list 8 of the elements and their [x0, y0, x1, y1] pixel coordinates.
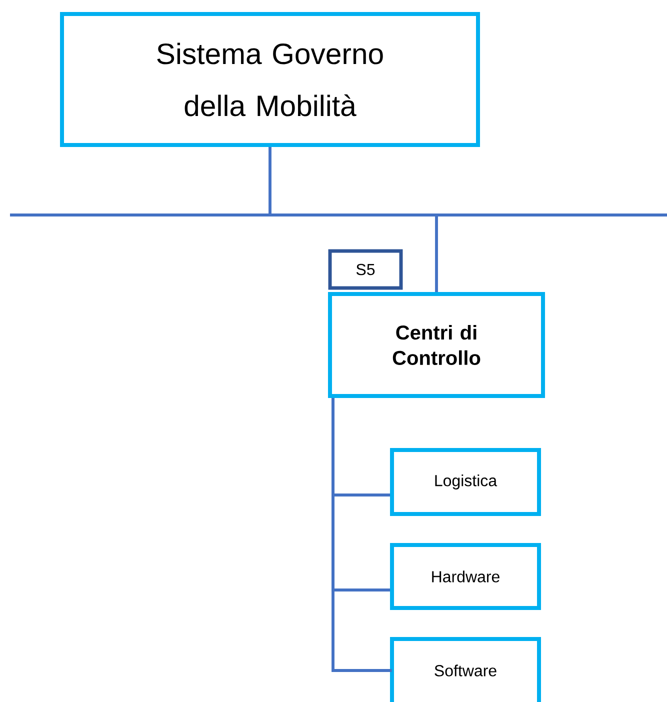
- process-box: Logistica: [390, 448, 541, 516]
- title-box: Sistema Governo della Mobilità: [60, 12, 480, 147]
- process-box: Hardware: [390, 543, 541, 610]
- connector-line: [332, 398, 392, 672]
- process-box: Software: [390, 637, 541, 702]
- connector-line: [268, 147, 438, 292]
- process-box: Centri di Controllo: [328, 292, 545, 398]
- tag-box: S5: [328, 249, 403, 290]
